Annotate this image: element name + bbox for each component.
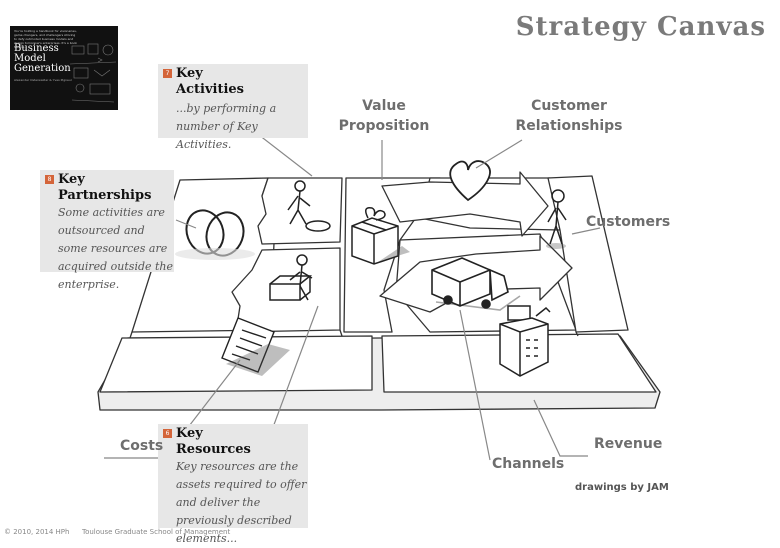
book-authors: Alexander Osterwalder & Yves Pigneur	[14, 78, 72, 82]
customer-person-icon	[546, 189, 567, 249]
activities-tile	[257, 177, 343, 245]
key-resources-number: 6	[163, 429, 172, 438]
key-resources-heading: Key Resources	[176, 426, 251, 457]
revenue-label: Revenue	[594, 436, 663, 452]
key-partnerships-heading: Key Partnerships	[58, 172, 152, 203]
document-icon	[221, 317, 290, 376]
customer-relationships-label: Customer Relationships	[515, 98, 623, 134]
costs-label: Costs	[120, 438, 164, 454]
heart-icon	[449, 160, 491, 202]
channels-label: Channels	[492, 456, 565, 472]
book-cover-image: You're holding a handbook for visionarie…	[10, 26, 118, 110]
customers-callout-line	[571, 227, 601, 235]
key-activities-description: ...by performing a number of Key Activit…	[176, 102, 277, 151]
resources-callout-line-1	[185, 359, 241, 431]
book-doodle-icon	[69, 43, 117, 103]
book-blurb: You're holding a handbook for visionarie…	[14, 29, 78, 49]
footer-school: Toulouse Graduate School of Management	[82, 528, 231, 536]
channels-callout-line	[459, 309, 491, 461]
partnerships-callout-line	[175, 219, 197, 229]
key-partnerships-number: 8	[45, 175, 54, 184]
value-proposition-label: Value Proposition	[338, 98, 430, 134]
relationships-callout-line	[475, 139, 523, 169]
rings-icon	[175, 209, 255, 260]
cash-register-icon	[499, 305, 551, 377]
truck-icon	[431, 257, 521, 311]
book-title: Business Model Generation	[14, 43, 71, 74]
revenue-callout-line	[533, 399, 588, 457]
customers-label: Customers	[586, 214, 671, 230]
worker-icon	[287, 180, 331, 232]
gift-icon	[351, 206, 410, 265]
customers-tile	[547, 175, 629, 333]
key-activities-heading: Key Activities	[176, 66, 244, 97]
footer-copyright: © 2010, 2014 HPh	[4, 528, 70, 536]
key-activities-box: 7 Key Activities ...by performing a numb…	[158, 64, 308, 151]
key-partnerships-description: Some activities are outsourced and some …	[58, 206, 174, 291]
drawings-credit: drawings by JAM	[575, 482, 669, 493]
key-resources-description: Key resources are the assets required to…	[176, 460, 307, 545]
resources-person-icon	[269, 254, 313, 301]
key-activities-number: 7	[163, 69, 172, 78]
resources-callout-line-2	[271, 305, 319, 431]
key-partnerships-box: 8 Key Partnerships Some activities are o…	[40, 170, 174, 291]
key-resources-box: 6 Key Resources Key resources are the as…	[158, 424, 308, 545]
page-title: Strategy Canvas	[515, 12, 766, 42]
